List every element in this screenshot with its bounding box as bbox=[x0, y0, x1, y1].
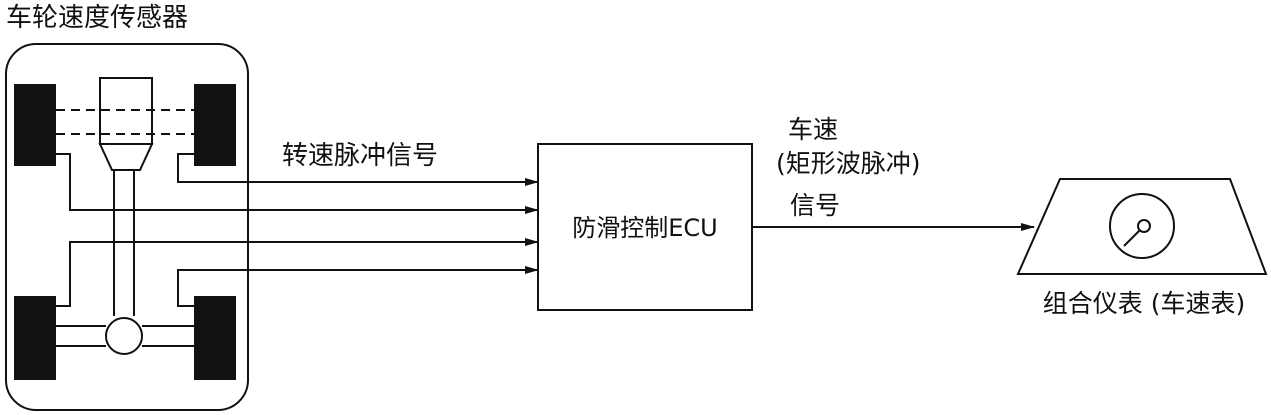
signal-label: 转速脉冲信号 bbox=[282, 141, 438, 171]
engine-transmission bbox=[98, 77, 154, 171]
front-axle bbox=[56, 109, 194, 135]
rear-right-wheel-icon bbox=[194, 296, 236, 380]
combination-meter-housing bbox=[1016, 178, 1268, 275]
front-left-signal-line bbox=[56, 153, 539, 214]
sensor-title: 车轮速度传感器 bbox=[6, 3, 188, 33]
vehicle-chassis-frame bbox=[5, 43, 249, 411]
differential bbox=[105, 317, 143, 355]
front-right-wheel-icon bbox=[194, 84, 236, 166]
output-signal-line2: (矩形波脉冲) bbox=[776, 149, 921, 178]
rear-right-signal-line bbox=[177, 266, 539, 307]
rear-axle bbox=[56, 325, 194, 347]
rear-left-wheel-icon bbox=[14, 296, 56, 380]
front-left-wheel-icon bbox=[14, 84, 56, 166]
meter-label: 组合仪表 (车速表) bbox=[1043, 289, 1245, 318]
output-signal-line1: 车速 bbox=[788, 115, 838, 144]
output-signal-line3: 信号 bbox=[790, 191, 840, 220]
sensor-signal-lines bbox=[56, 153, 539, 307]
front-right-signal-line bbox=[177, 153, 539, 186]
rear-left-signal-line bbox=[56, 238, 539, 307]
ecu-label: 防滑控制ECU bbox=[572, 214, 718, 242]
gauge-icon bbox=[1109, 193, 1175, 259]
